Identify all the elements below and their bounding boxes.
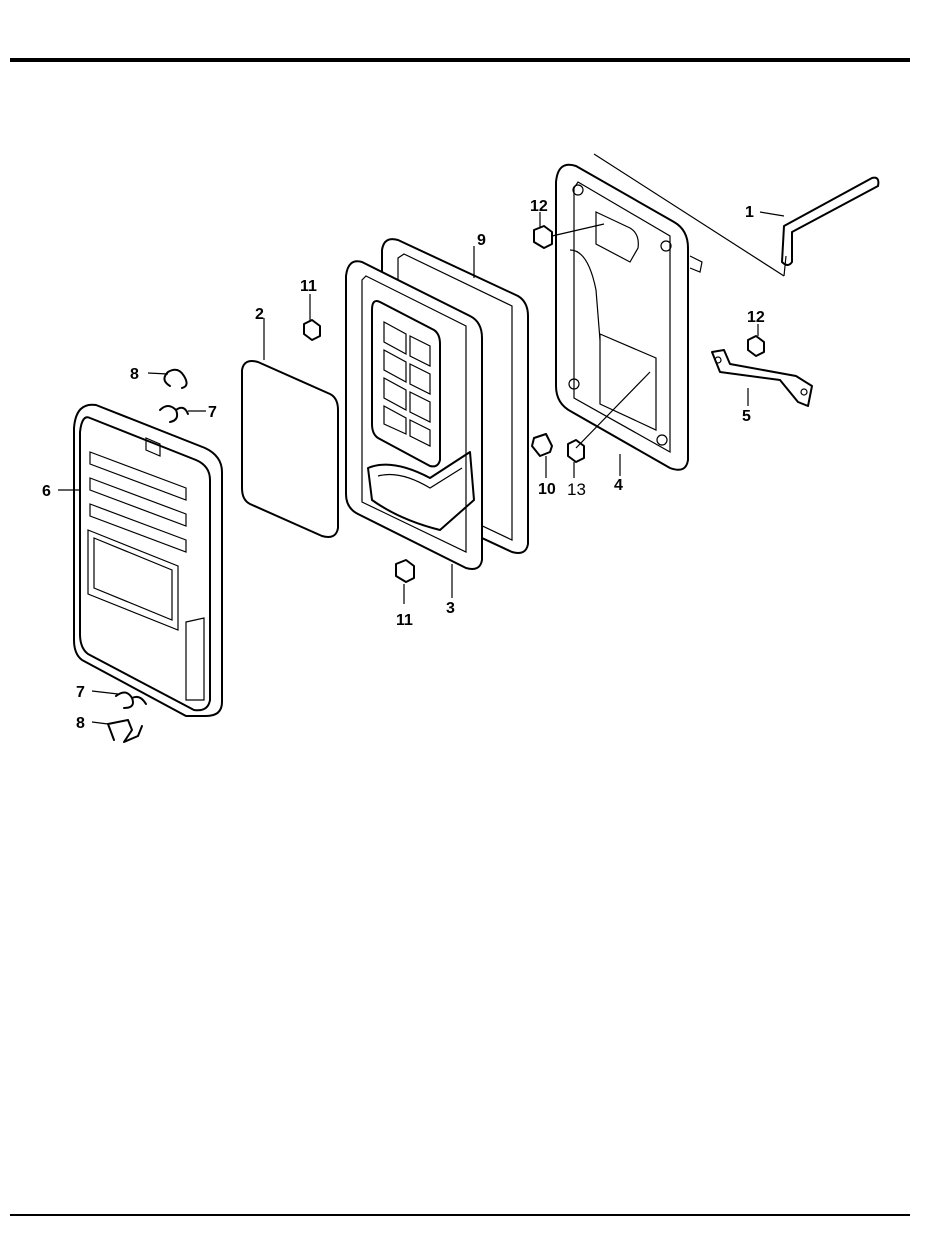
callout-12-right: 12 (747, 309, 765, 326)
part-5-bracket (712, 350, 812, 406)
callout-11-bottom: 11 (396, 612, 413, 629)
part-12-nut-top (534, 226, 552, 248)
callout-13: 13 (567, 480, 586, 499)
part-8-clip-top (164, 370, 186, 388)
part-6-cover (74, 405, 222, 716)
part-7-clip-top (160, 406, 188, 422)
part-2-filter-element (242, 361, 338, 537)
part-10-collar (532, 434, 552, 456)
callout-3: 3 (446, 600, 455, 617)
callout-4: 4 (614, 477, 623, 494)
callout-9: 9 (477, 232, 486, 249)
part-8-clip-bottom (108, 720, 142, 742)
callout-1: 1 (745, 204, 754, 221)
part-7-clip-bottom (116, 692, 146, 708)
callout-12-top: 12 (530, 198, 548, 215)
part-1-tube (782, 178, 878, 265)
callout-8-top: 8 (130, 366, 139, 383)
callout-5: 5 (742, 408, 751, 425)
part-13-nut (568, 440, 584, 462)
callout-7-top: 7 (208, 404, 217, 421)
callout-11-top: 11 (300, 278, 317, 295)
callout-2: 2 (255, 306, 264, 323)
callout-6: 6 (42, 483, 51, 500)
callout-8-bottom: 8 (76, 715, 85, 732)
part-11-nut-top (304, 320, 320, 340)
callout-7-bottom: 7 (76, 684, 85, 701)
part-4-base (556, 165, 702, 470)
part-11-nut-bottom (396, 560, 414, 582)
callout-10: 10 (538, 481, 556, 498)
part-12-nut-right (748, 336, 764, 356)
